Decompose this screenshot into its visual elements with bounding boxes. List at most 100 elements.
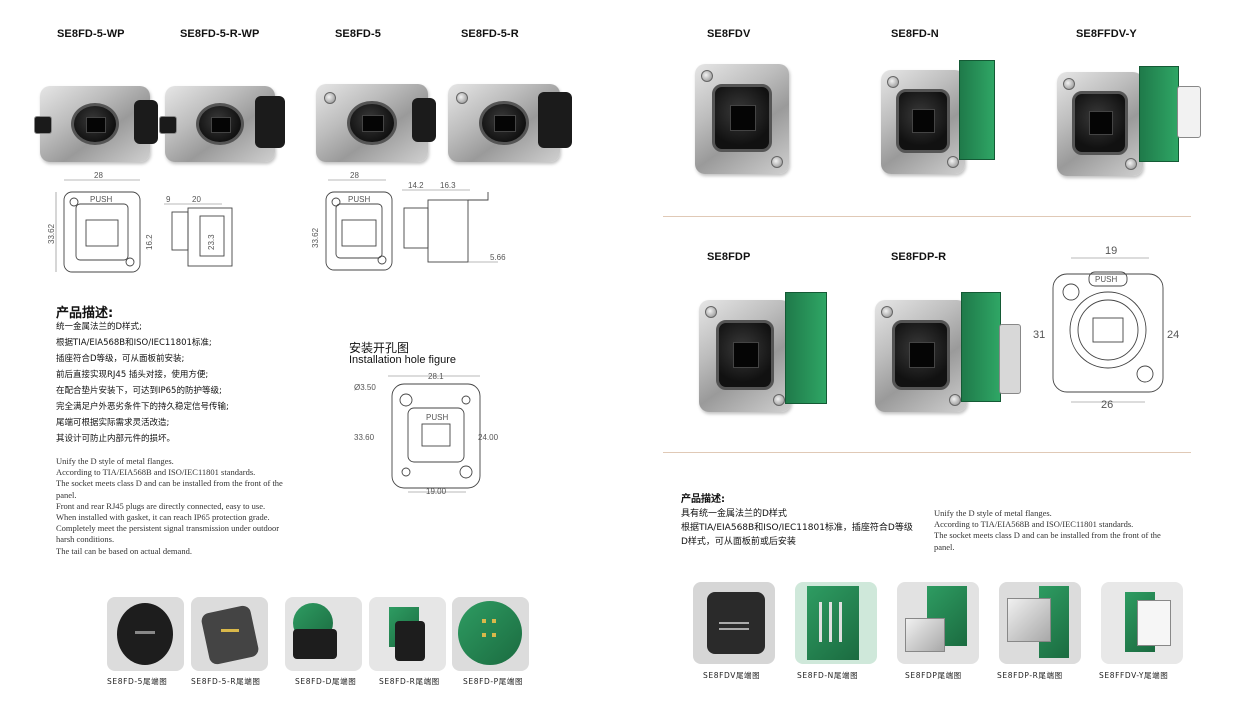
dim-label: 33.60 — [354, 433, 375, 442]
model-title: SE8FDP — [707, 251, 751, 263]
thumb-caption: SE8FD-5尾端图 — [107, 677, 168, 686]
dim-label: PUSH — [1095, 275, 1117, 284]
thumb-caption: SE8FFDV-Y尾端图 — [1099, 671, 1169, 680]
dim-label: 5.66 — [490, 253, 506, 262]
desc-en-line: panel. — [934, 541, 955, 552]
product-photo-se8fdp — [699, 292, 827, 412]
desc-cn-line: 前后直接实现RJ45 插头对接，使用方便; — [56, 370, 209, 380]
thumb-se8fdp — [897, 582, 979, 664]
product-photo-se8fd-5-wp — [34, 86, 158, 162]
thumb-se8fd-p — [452, 597, 529, 671]
dim-label: 33.62 — [47, 223, 56, 244]
thumb-se8fd-n — [795, 582, 877, 664]
desc-cn-line: 尾端可根据实际需求灵活改造; — [56, 418, 170, 428]
desc-en-line: Completely meet the persistent signal tr… — [56, 523, 280, 534]
dim-label: 33.62 — [311, 227, 320, 248]
left-panel: SE8FD-5-WP SE8FD-5-R-WP SE8FD-5 SE8FD-5-… — [34, 28, 572, 686]
thumb-caption: SE8FD-R尾端图 — [379, 677, 440, 686]
desc-cn-line: 完全满足户外恶劣条件下的持久稳定信号传输; — [56, 402, 229, 412]
desc-en-line: The socket meets class D and can be inst… — [934, 530, 1161, 541]
dim-label: 16.2 — [145, 234, 154, 250]
installation-hole-drawing: 28.1 Ø3.50 PUSH 33.60 24.00 19.00 — [354, 372, 499, 496]
desc-title: 产品描述: — [56, 306, 114, 321]
thumb-se8ffdv-y — [1101, 582, 1183, 664]
thumb-caption: SE8FDV尾端图 — [703, 671, 761, 680]
model-title: SE8FD-N — [891, 28, 939, 40]
product-photo-se8fdp-r — [875, 292, 1021, 412]
model-title: SE8FD-5-R — [461, 28, 519, 40]
model-title: SE8FD-5-WP — [57, 28, 125, 40]
thumb-caption: SE8FD-P尾端图 — [463, 677, 524, 686]
desc-en-line: According to TIA/EIA568B and ISO/IEC1180… — [934, 519, 1134, 530]
dim-label: Ø3.50 — [354, 383, 376, 392]
dimension-figure-right: 19 PUSH 31 24 26 — [1033, 245, 1179, 411]
dim-label: PUSH — [348, 195, 370, 204]
section-divider — [663, 452, 1191, 453]
thumb-caption: SE8FD-D尾端图 — [295, 677, 357, 686]
desc-en-line: Front and rear RJ45 plugs are directly c… — [56, 500, 266, 511]
desc-en-line: Unify the D style of metal flanges. — [934, 508, 1052, 518]
model-title: SE8FD-5 — [335, 28, 381, 40]
desc-en-line: panel. — [56, 489, 77, 500]
dimension-drawing-wp: 28 PUSH 33.62 9 20 16.2 23.3 — [47, 171, 233, 273]
desc-cn-line: D样式，可从面板前或后安装 — [681, 537, 796, 547]
product-photo-se8ffdv-y — [1057, 66, 1201, 176]
desc-title: 产品描述: — [681, 494, 725, 505]
product-photo-se8fd-5-r-wp — [159, 86, 285, 162]
thumb-se8fd-5-r — [191, 597, 268, 671]
dim-label: 19.00 — [426, 487, 447, 496]
thumb-caption: SE8FDP尾端图 — [905, 671, 962, 680]
desc-en-block: Unify the D style of metal flanges. Acco… — [934, 508, 1161, 553]
desc-en-line: According to TIA/EIA568B and ISO/IEC1180… — [56, 467, 256, 478]
product-photo-se8fd-5-r — [448, 84, 572, 162]
desc-cn-line: 根据TIA/EIA568B和ISO/IEC11801标准，插座符合D等级 — [681, 523, 913, 533]
desc-en-line: Unify the D style of metal flanges. — [56, 456, 174, 466]
model-title: SE8FFDV-Y — [1076, 28, 1137, 40]
hole-title-cn: 安装开孔图 — [349, 341, 410, 355]
thumb-se8fdv — [693, 582, 775, 664]
dim-label: 26 — [1101, 399, 1113, 411]
right-panel: SE8FDV SE8FD-N SE8FFDV-Y SE8FDP SE8FDP-R — [621, 0, 1242, 712]
thumb-se8fd-r — [369, 597, 446, 671]
thumb-caption: SE8FD-5-R尾端图 — [191, 677, 261, 686]
product-photo-se8fd-5 — [316, 84, 436, 162]
dimension-drawing-standard: 28 PUSH 33.62 14.2 16.3 5.66 — [311, 171, 506, 271]
desc-cn-line: 根据TIA/EIA568B和ISO/IEC11801标准; — [56, 338, 212, 348]
desc-cn-line: 插座符合D等级，可从面板前安装; — [56, 354, 185, 364]
desc-en-line: The socket meets class D and can be inst… — [56, 478, 283, 489]
desc-cn-line: 在配合垫片安装下，可达到IP65的防护等级; — [56, 386, 222, 396]
desc-en-line: When installed with gasket, it can reach… — [56, 512, 270, 523]
thumb-caption: SE8FD-N尾端图 — [797, 671, 859, 680]
thumb-se8fd-d — [285, 597, 362, 671]
dim-label: 28 — [94, 171, 103, 180]
hole-title-en: Installation hole figure — [349, 354, 457, 366]
dim-label: 24.00 — [478, 433, 499, 442]
dim-label: 20 — [192, 195, 201, 204]
thumb-se8fd-5 — [107, 597, 184, 671]
dim-label: 28 — [350, 171, 359, 180]
model-title: SE8FDP-R — [891, 251, 947, 263]
thumb-caption: SE8FDP-R尾端图 — [997, 671, 1063, 680]
dim-label: 28.1 — [428, 372, 444, 381]
dim-label: 9 — [166, 195, 171, 204]
dim-label: 24 — [1167, 329, 1179, 341]
desc-cn-line: 其设计可防止内部元件的损坏。 — [56, 434, 176, 444]
desc-cn-line: 具有统一金属法兰的D样式 — [681, 509, 787, 519]
dim-label: 31 — [1033, 329, 1045, 341]
product-photo-se8fd-n — [881, 60, 995, 174]
thumb-se8fdp-r — [999, 582, 1081, 664]
dim-label: PUSH — [90, 195, 112, 204]
desc-cn-line: 统一金属法兰的D样式; — [56, 322, 142, 332]
desc-en-block: Unify the D style of metal flanges. Acco… — [56, 456, 283, 557]
desc-en-line: The tail can be based on actual demand. — [56, 545, 192, 556]
product-photo-se8fdv — [695, 64, 789, 174]
desc-en-line: harsh conditions. — [56, 534, 115, 545]
model-title: SE8FD-5-R-WP — [180, 28, 260, 40]
dim-label: 23.3 — [207, 234, 216, 250]
dim-label: PUSH — [426, 413, 448, 422]
dim-label: 16.3 — [440, 181, 456, 190]
model-title: SE8FDV — [707, 28, 751, 40]
dim-label: 14.2 — [408, 181, 424, 190]
section-divider — [663, 216, 1191, 217]
dim-label: 19 — [1105, 245, 1117, 257]
